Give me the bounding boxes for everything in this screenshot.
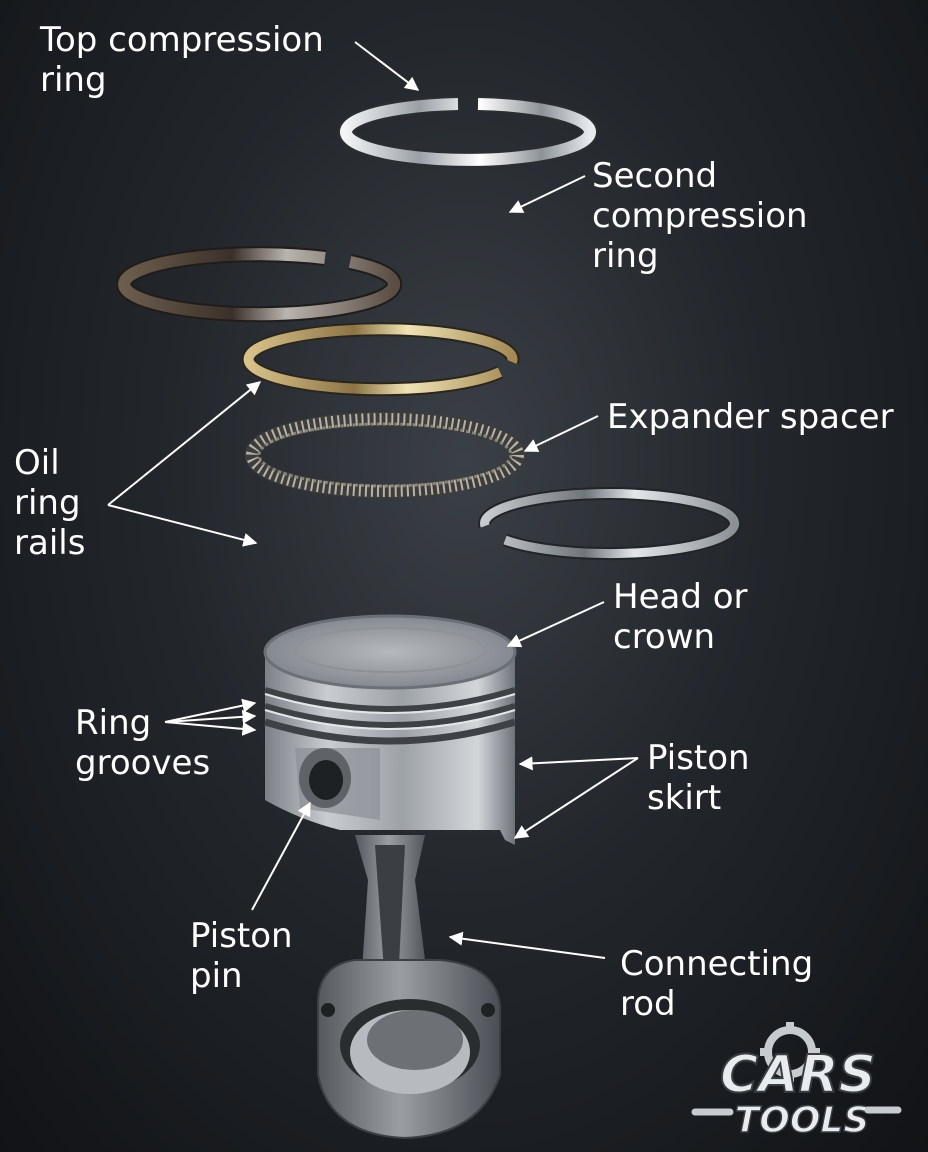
- gear-icon: [760, 1022, 820, 1082]
- lower-oil-ring-rail-graphic: [478, 487, 742, 561]
- arrow-connecting-rod: [448, 931, 606, 959]
- logo-line1: CARS: [720, 1045, 876, 1105]
- label-expander-spacer: Expander spacer: [607, 397, 894, 437]
- arrow-ring-groove-2: [164, 709, 257, 724]
- arrow-ring-groove-3: [164, 721, 257, 736]
- arrow-oil-rail-upper: [107, 381, 262, 506]
- wrench-icon: [691, 1106, 902, 1116]
- piston-graphic: [263, 614, 517, 845]
- arrow-ring-groove-1: [164, 698, 257, 723]
- second-compression-ring-graphic: [116, 246, 403, 323]
- top-compression-ring-graphic: [338, 96, 598, 168]
- leader-arrows: [107, 41, 639, 959]
- logo-line2: TOOLS: [735, 1100, 870, 1141]
- connecting-rod-graphic: [317, 835, 501, 1140]
- cars-tools-logo: CARS TOOLS: [691, 1022, 902, 1142]
- arrow-piston-pin: [251, 801, 311, 911]
- arrow-piston-skirt-upper: [518, 756, 639, 771]
- arrow-head-or-crown: [506, 601, 605, 648]
- arrow-top-compression-ring: [354, 41, 420, 91]
- upper-oil-ring-rail-graphic: [241, 322, 520, 397]
- arrow-piston-skirt-lower: [513, 757, 639, 839]
- arrow-oil-rail-lower: [107, 504, 258, 547]
- arrow-second-compression-ring: [508, 175, 586, 213]
- expander-spacer-graphic: [245, 412, 525, 498]
- arrow-expander-spacer: [523, 415, 599, 452]
